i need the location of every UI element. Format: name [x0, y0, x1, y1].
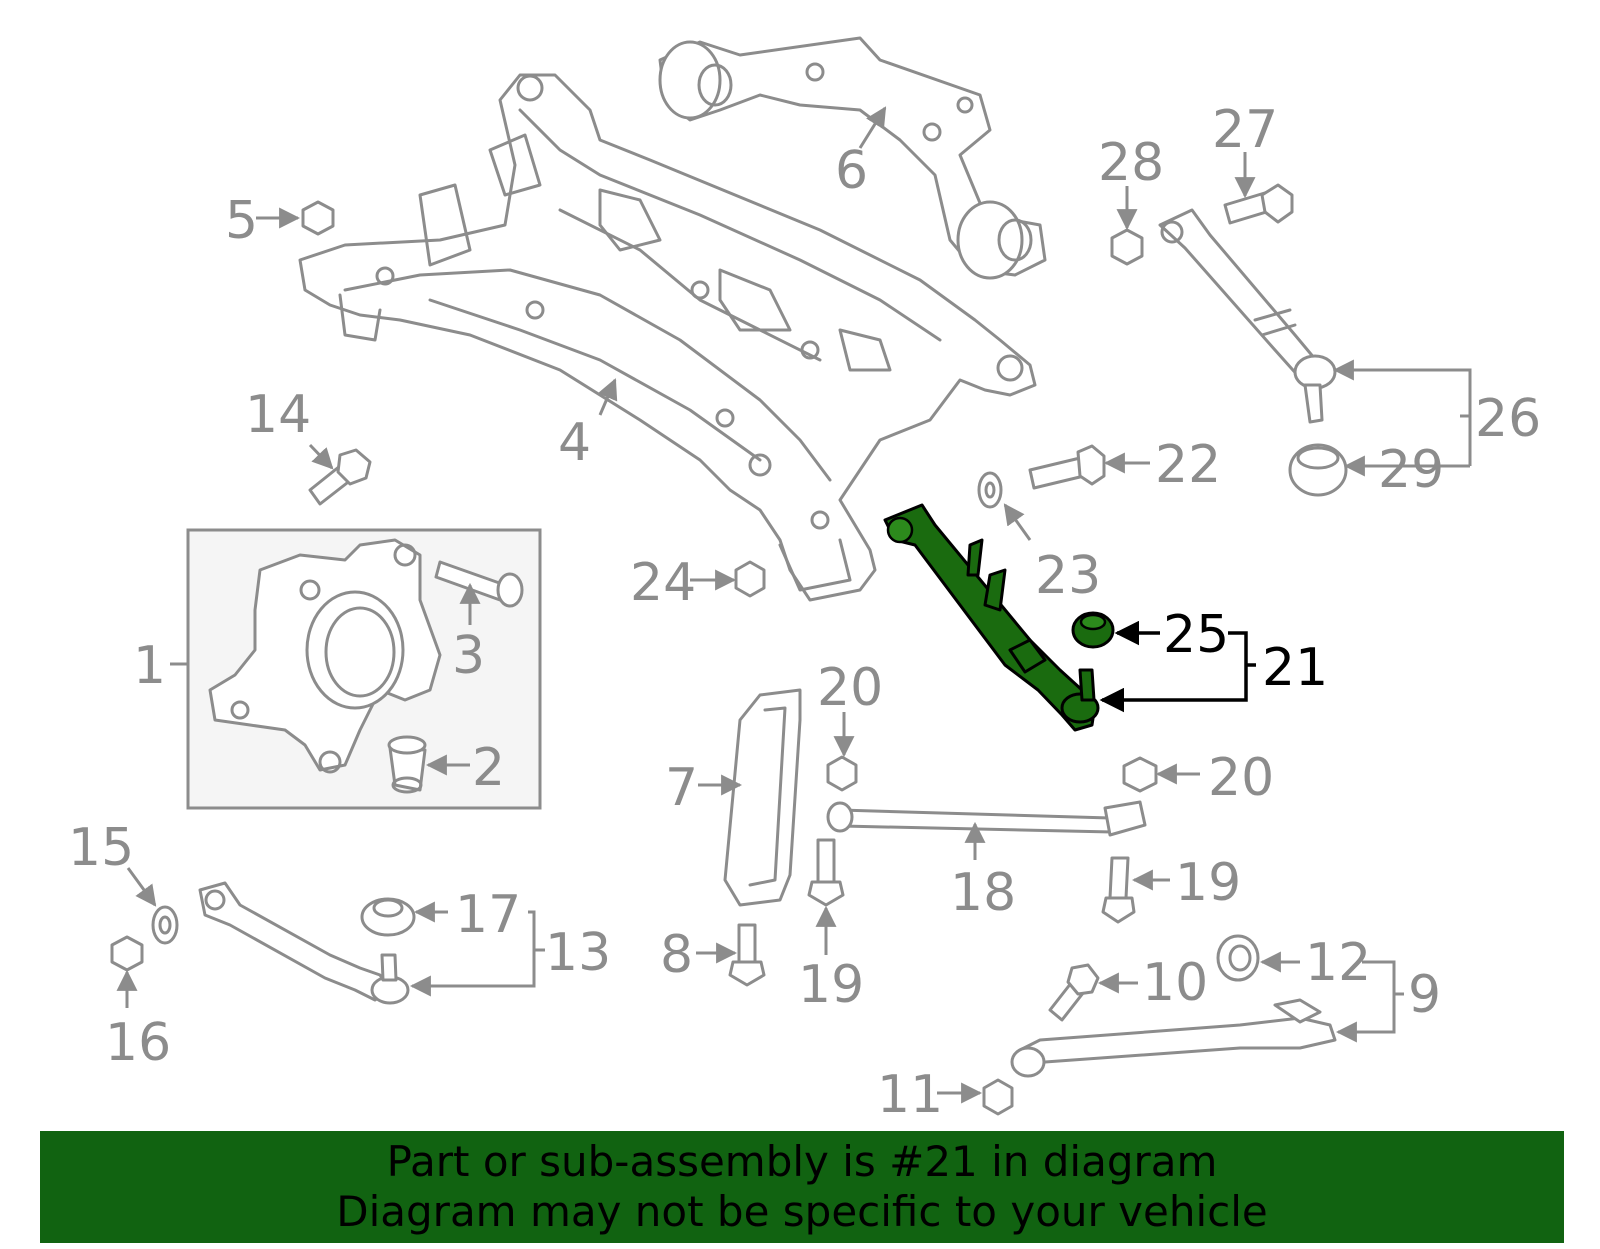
- callout-20-right: 20: [1208, 748, 1274, 808]
- part-11-nut: [982, 1078, 1014, 1116]
- part-21-highlighted-arm: [883, 503, 1100, 732]
- callout-9: 9: [1408, 965, 1441, 1025]
- part-24-nut: [734, 560, 766, 598]
- callout-23: 23: [1035, 546, 1101, 606]
- part-29-bushing: [1288, 443, 1348, 497]
- part-10-bolt: [1048, 963, 1100, 1022]
- part-15-washer: [151, 905, 179, 945]
- part-28-nut: [1110, 228, 1144, 266]
- callout-18: 18: [950, 863, 1016, 923]
- part-3-bolt: [434, 560, 524, 608]
- part-19-bolt-right: [1101, 856, 1136, 924]
- callout-4: 4: [558, 413, 591, 473]
- part-23-washer: [977, 471, 1003, 509]
- part-19-bolt-left: [807, 838, 845, 907]
- part-25-highlighted-bushing: [1071, 611, 1115, 649]
- part-4-subframe: [298, 73, 1037, 602]
- part-14-bolt: [308, 448, 372, 506]
- callout-17: 17: [455, 885, 521, 945]
- part-6-upper-arm: [658, 36, 1047, 280]
- callout-8: 8: [660, 925, 693, 985]
- info-banner: Part or sub-assembly is #21 in diagram D…: [40, 1131, 1564, 1243]
- part-8-bolt: [728, 923, 766, 987]
- callout-16: 16: [105, 1013, 171, 1073]
- callout-6: 6: [835, 141, 868, 201]
- part-26-link: [1158, 208, 1337, 424]
- leader-lines: [116, 106, 1472, 1104]
- callout-7: 7: [665, 758, 698, 818]
- part-22-bolt: [1028, 444, 1106, 490]
- part-20-nut-right: [1122, 756, 1158, 793]
- callout-3: 3: [452, 626, 485, 686]
- part-13-link: [198, 881, 410, 1005]
- callout-14: 14: [245, 385, 311, 445]
- callout-19-right: 19: [1175, 853, 1241, 913]
- banner-line-2: Diagram may not be specific to your vehi…: [336, 1187, 1268, 1236]
- callout-27: 27: [1212, 100, 1278, 160]
- part-2-bushing: [387, 735, 427, 794]
- part-9-link: [1010, 998, 1337, 1078]
- callout-21: 21: [1262, 638, 1328, 698]
- part-27-bolt: [1223, 183, 1294, 225]
- callout-13: 13: [545, 923, 611, 983]
- callout-20-left: 20: [817, 658, 883, 718]
- banner-line-1: Part or sub-assembly is #21 in diagram: [386, 1137, 1218, 1186]
- callout-19-left: 19: [798, 955, 864, 1015]
- callout-1: 1: [133, 636, 166, 696]
- callout-22: 22: [1155, 435, 1221, 495]
- part-18-rod: [826, 800, 1147, 837]
- part-7-plate: [723, 688, 802, 907]
- callout-29: 29: [1378, 440, 1444, 500]
- part-17-bushing: [360, 897, 416, 937]
- part-20-nut-left: [826, 755, 858, 792]
- callout-24: 24: [630, 553, 696, 613]
- callout-10: 10: [1142, 953, 1208, 1013]
- callout-5: 5: [225, 191, 258, 251]
- callout-28: 28: [1098, 133, 1164, 193]
- part-5-nut: [301, 200, 335, 236]
- callout-12: 12: [1305, 933, 1371, 993]
- part-16-nut: [110, 935, 144, 972]
- callout-26: 26: [1475, 389, 1541, 449]
- part-21-bracket: [1099, 620, 1256, 713]
- callout-25: 25: [1163, 605, 1229, 665]
- part-12-bushing: [1216, 934, 1260, 982]
- callout-11: 11: [877, 1065, 943, 1125]
- callout-labels: 5 6 28 27 26 29 22 23 24 4 14 1 3 2 7 20…: [68, 100, 1541, 1125]
- callout-15: 15: [68, 818, 134, 878]
- callout-2: 2: [472, 738, 505, 798]
